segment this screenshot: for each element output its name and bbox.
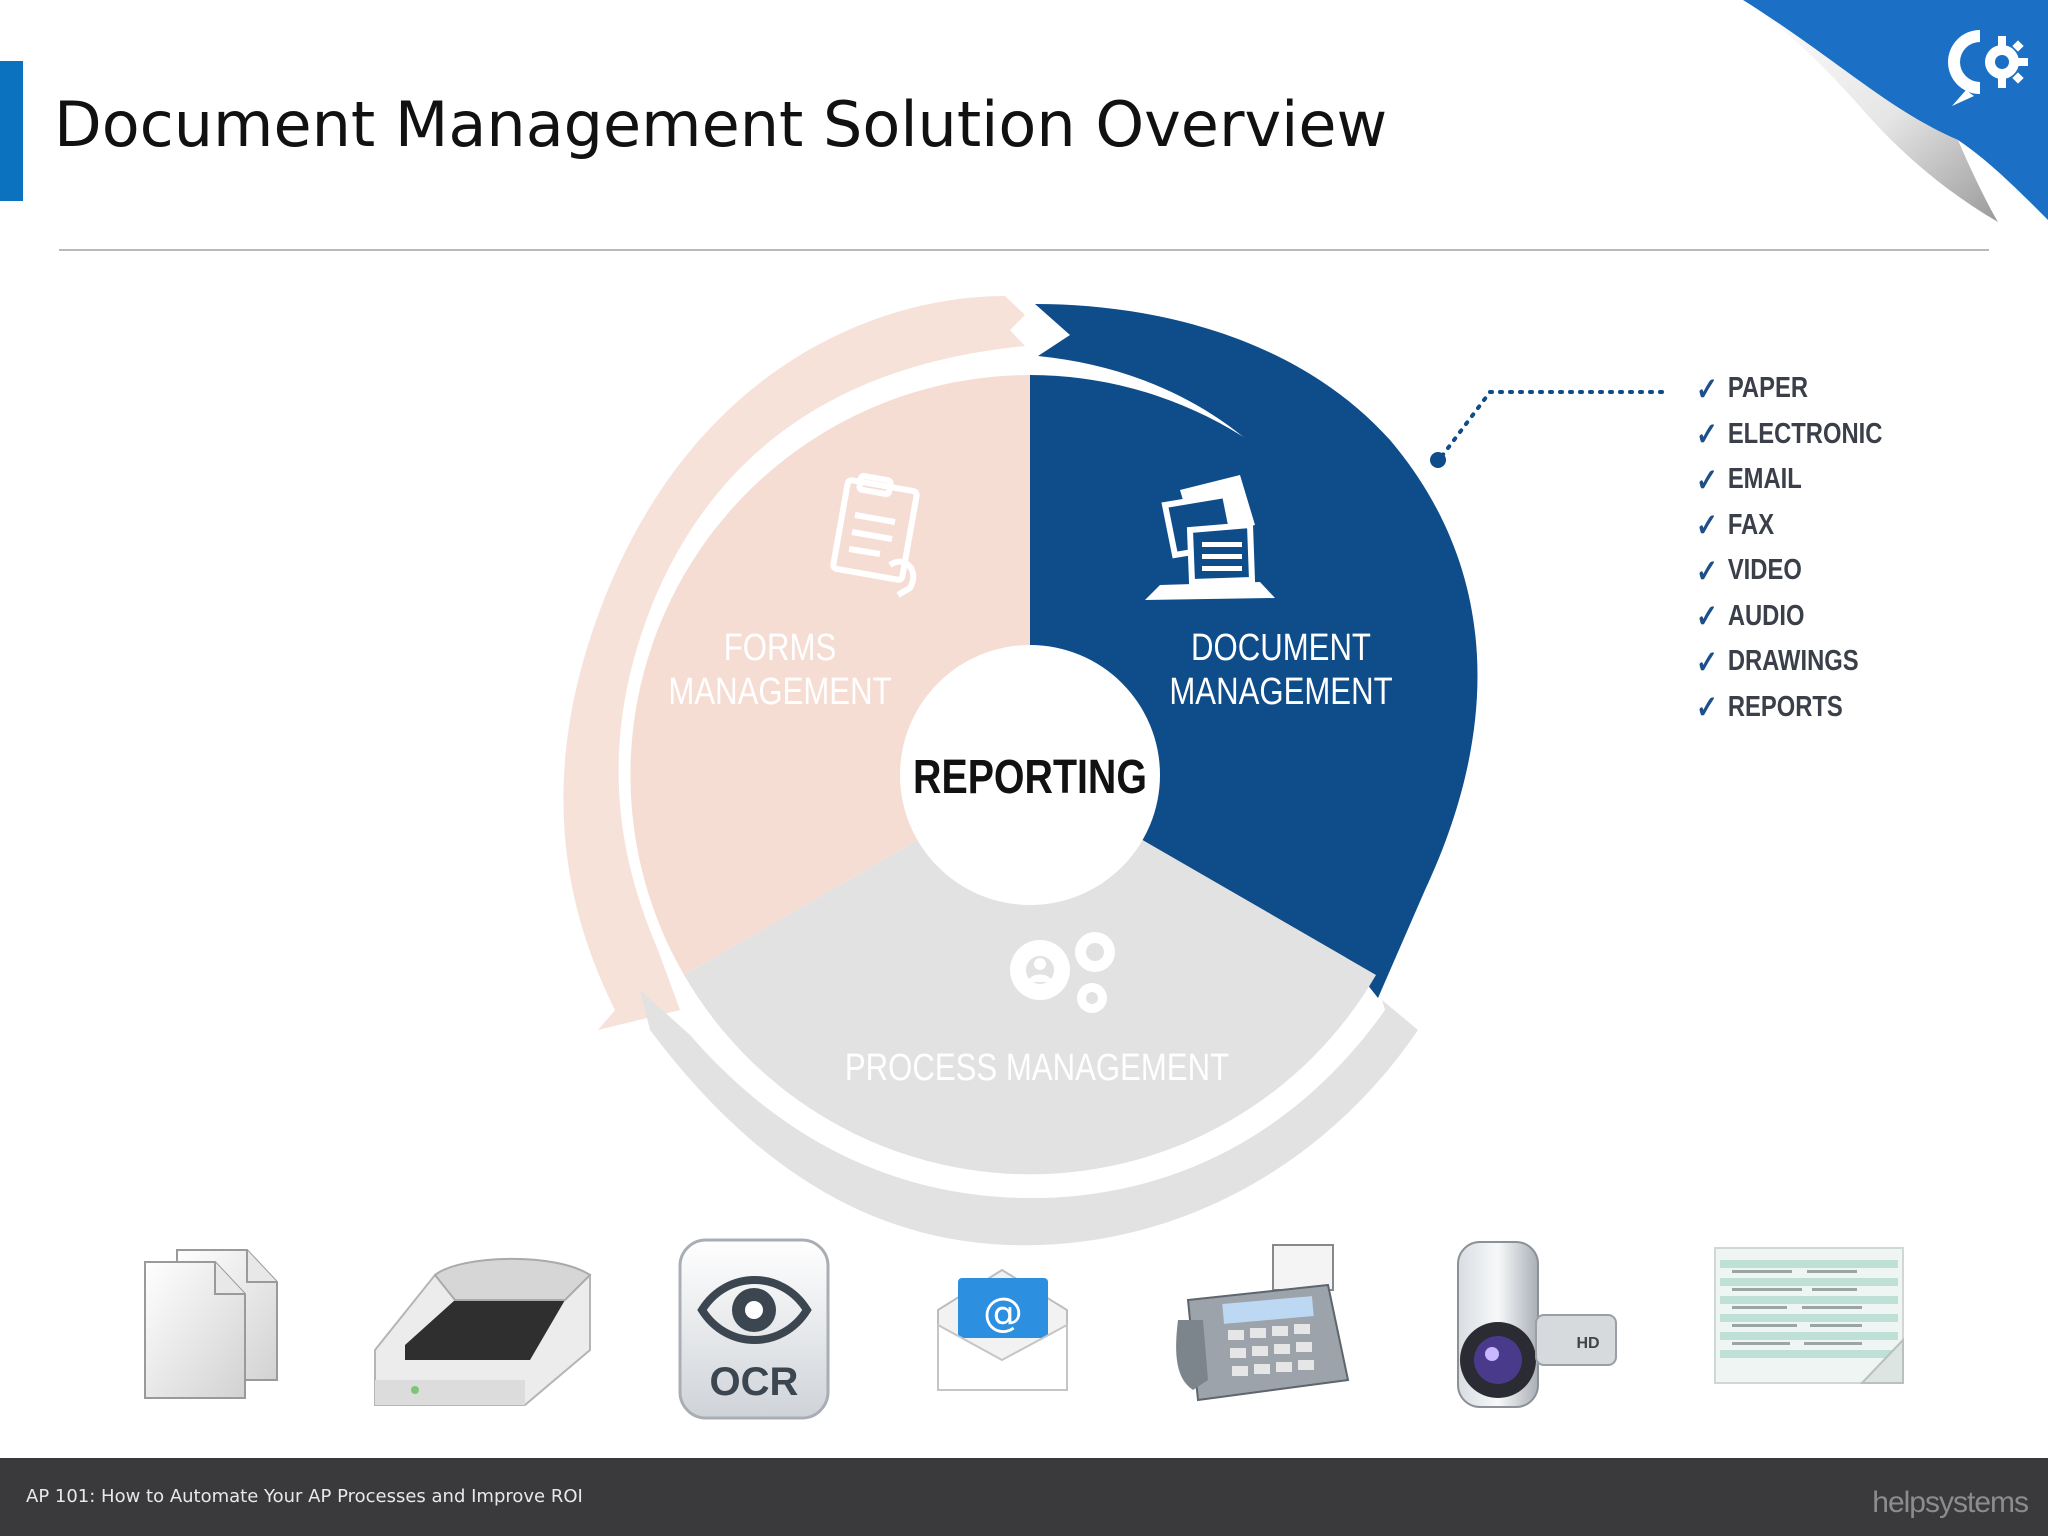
checkmark-icon: ✓: [1696, 416, 1718, 453]
ocr-label: OCR: [710, 1360, 799, 1404]
title-accent-bar: [0, 61, 23, 201]
scanner-icon: [374, 1257, 592, 1406]
document-segment-label-line2: MANAGEMENT: [1169, 671, 1392, 713]
document-cycle-arrow: [1035, 304, 1478, 998]
checklist-item: ✓ELECTRONIC: [1696, 416, 1883, 453]
center-label: REPORTING: [913, 750, 1147, 804]
footer-bar: AP 101: How to Automate Your AP Processe…: [0, 1458, 2048, 1536]
process-cycle-arrow: [640, 990, 1418, 1246]
report-printout-icon: [1714, 1247, 1904, 1384]
checkmark-icon: ✓: [1696, 598, 1718, 635]
checkmark-icon: ✓: [1696, 552, 1718, 589]
page-curl-logo: [1743, 0, 2048, 222]
document-segment-label-line1: DOCUMENT: [1191, 627, 1371, 669]
checklist-item: ✓DRAWINGS: [1696, 643, 1859, 680]
checklist-item: ✓REPORTS: [1696, 689, 1843, 726]
hd-label: HD: [1576, 1335, 1599, 1352]
checklist-item: ✓VIDEO: [1696, 552, 1802, 589]
process-segment-label: PROCESS MANAGEMENT: [845, 1047, 1229, 1089]
checklist-item: ✓FAX: [1696, 507, 1775, 544]
documents-laptop-icon: [1145, 475, 1275, 600]
email-at-label: @: [983, 1290, 1023, 1336]
clipboard-icon: [830, 472, 920, 598]
helpsystems-mark-icon: [1948, 30, 2028, 106]
forms-segment-label-line1: FORMS: [724, 627, 836, 669]
email-envelope-icon: @: [937, 1268, 1068, 1391]
gears-icon: [1010, 932, 1115, 1013]
checkmark-icon: ✓: [1696, 507, 1718, 544]
cycle-diagram: REPORTING DOCUMENT MANAGEMENT FORMS MANA…: [563, 296, 1478, 1246]
checkmark-icon: ✓: [1696, 689, 1718, 726]
video-camera-icon: HD: [1457, 1241, 1617, 1408]
checkmark-icon: ✓: [1696, 461, 1718, 498]
checklist-item: ✓PAPER: [1696, 370, 1808, 407]
center-circle: [900, 645, 1160, 905]
forms-cycle-arrow: [563, 296, 1025, 1030]
paper-documents-icon: [144, 1249, 278, 1399]
forms-segment-label-line2: MANAGEMENT: [668, 671, 891, 713]
checkmark-icon: ✓: [1696, 643, 1718, 680]
checklist-item: ✓EMAIL: [1696, 461, 1802, 498]
checklist-item: ✓AUDIO: [1696, 598, 1805, 635]
helpsystems-logo: helpsystems: [1872, 1486, 2029, 1519]
footer-caption: AP 101: How to Automate Your AP Processe…: [26, 1486, 583, 1507]
ocr-icon: OCR: [678, 1238, 830, 1420]
source-icons-row: OCR @ HD: [0, 1230, 2048, 1430]
callout-connector: [1430, 390, 1672, 468]
page-title: Document Management Solution Overview: [54, 88, 1388, 161]
checkmark-icon: ✓: [1696, 370, 1718, 407]
fax-machine-icon: [1176, 1244, 1350, 1402]
media-type-checklist: ✓PAPER ✓ELECTRONIC ✓EMAIL ✓FAX ✓VIDEO ✓A…: [1696, 366, 1923, 730]
title-divider: [59, 249, 1989, 251]
